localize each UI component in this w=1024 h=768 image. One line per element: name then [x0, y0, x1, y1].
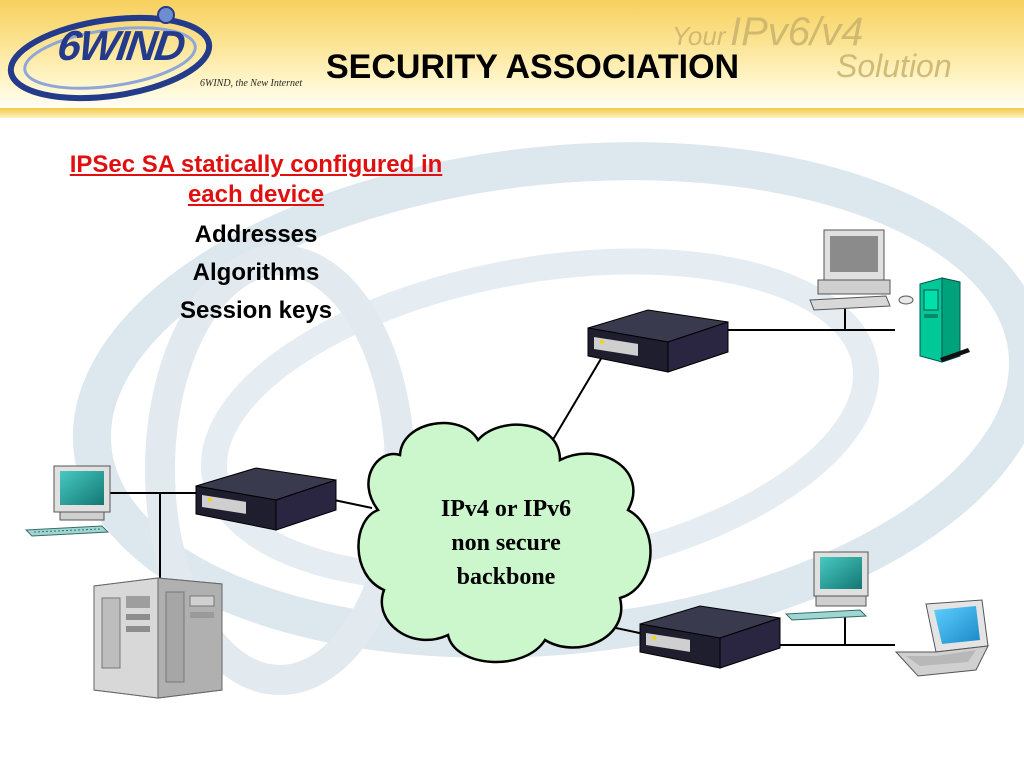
header-band: [0, 108, 1024, 118]
workstation-bottom-right-icon: [784, 551, 869, 621]
network-links: [110, 305, 895, 646]
server-cabinet-icon: [93, 577, 223, 699]
router-bottom-right: [639, 605, 781, 669]
laptop-icon: [894, 599, 989, 677]
cloud-label-line-2: non secure: [451, 530, 561, 556]
router-left: [195, 467, 337, 531]
info-block: IPSec SA statically configured in each d…: [20, 150, 492, 330]
logo-tagline: 6WIND, the New Internet: [200, 78, 303, 89]
slogan-line-2: Solution: [836, 48, 952, 84]
cloud-label-line-3: backbone: [456, 564, 556, 590]
logo-swoosh-icon: [7, 6, 213, 102]
info-item-algorithms: Algorithms: [192, 259, 320, 286]
router-top-right: [587, 309, 729, 373]
workstation-top-right-icon: [809, 229, 914, 311]
info-heading-line-2: each device: [187, 181, 325, 208]
cloud-label: IPv4 or IPv6 non secure backbone: [418, 492, 594, 594]
slogan-line-1: Your IPv6/v4: [672, 10, 863, 55]
info-item-session-keys: Session keys: [179, 297, 333, 324]
backbone-cloud: [357, 421, 652, 664]
cloud-label-line-1: IPv4 or IPv6: [440, 496, 572, 522]
server-tower-icon: [919, 277, 970, 363]
slogan-prefix: Your: [672, 21, 726, 51]
info-item-addresses: Addresses: [194, 221, 318, 248]
slogan-main: IPv6/v4: [729, 10, 864, 54]
info-heading: IPSec SA statically configured in each d…: [20, 150, 492, 210]
workstation-left-icon: [24, 465, 111, 537]
info-heading-line-1: IPSec SA statically configured in: [69, 151, 443, 178]
page-title: SECURITY ASSOCIATION: [326, 48, 740, 86]
